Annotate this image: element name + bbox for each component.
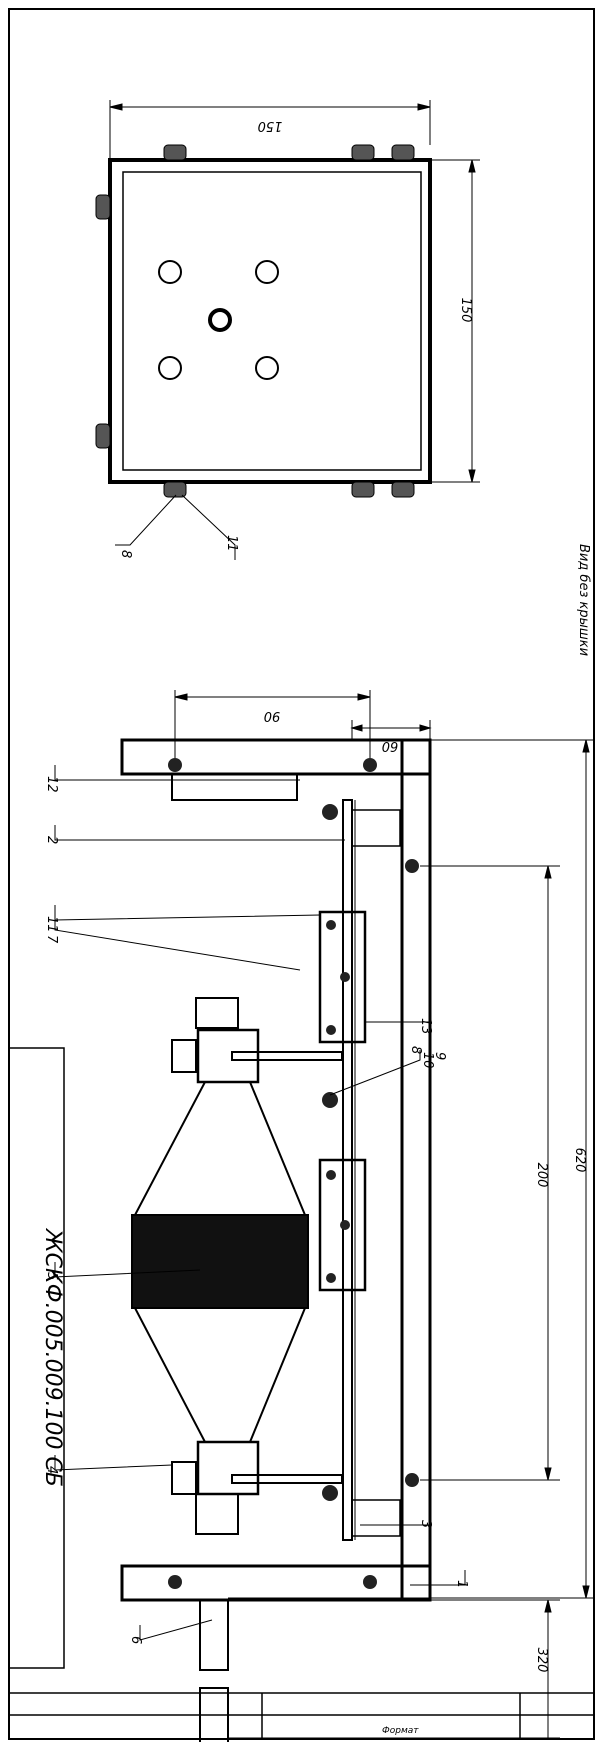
callout-8-end-view: 8 [118,550,133,558]
end-view-hole [158,260,182,284]
end-view-center-hole [208,308,232,332]
callout-3: 3 [418,1520,433,1528]
clamp-block-upper [318,910,367,1044]
callout-4: 4 [44,1466,59,1474]
callout-8-side: 8 [408,1046,423,1054]
end-view-bolt [163,144,187,161]
callout-1: 1 [454,1580,469,1588]
bracket-upper [231,1051,343,1061]
dim-90-text: 90 [264,708,281,723]
tube [199,1599,229,1671]
callout-leaders [54,765,466,1641]
end-view-hole [255,356,279,380]
clamp-top [171,1039,197,1073]
end-view [95,144,432,498]
callout-9: 11 [44,916,59,933]
document-code: ЖСКФ.005.009.100 СБ [40,1227,65,1487]
code-box [8,1047,65,1669]
callout-13-side: 9 [432,1052,447,1060]
bracket-lower [231,1474,343,1484]
end-view-bolt [391,144,415,161]
dim-top-height [430,159,480,483]
part-3-bottom [351,1499,401,1537]
dim-60-text: 60 [382,738,399,753]
callout-12: 13 [418,1018,433,1035]
end-view-frame-inner [122,171,422,471]
end-view-hole [255,260,279,284]
clamp-block-lower [318,1158,367,1292]
fitting-top [195,997,239,1029]
end-plate-bottom [120,1564,432,1602]
callout-7: 7 [44,935,59,944]
end-view-leaders [115,494,236,560]
callout-11-end-view: 11 [224,535,239,552]
end-view-bolt [351,144,375,161]
clamp-bottom [171,1461,197,1495]
callout-11-side: 10 [420,1052,435,1069]
end-view-bolt [391,481,415,498]
dim-60 [350,720,432,740]
callout-2: 2 [44,836,59,844]
dim-620-text: 620 [572,1148,587,1173]
dim-top-width-text: 150 [258,118,283,133]
mounting-plate [342,799,353,1541]
dim-top-width [109,100,431,160]
end-view-frame-outer [108,158,432,484]
end-view-bolt [351,481,375,498]
title-block [9,1692,594,1739]
callout-5: 5 [44,1272,59,1280]
dim-90 [174,690,371,758]
stamp-text: Формат [382,1726,419,1736]
tube-end [199,1687,229,1742]
side-view-bolts [168,758,419,1589]
fitting-bottom [195,1493,239,1535]
end-view-hole [158,356,182,380]
view-caption: Вид без крышки [576,544,591,656]
dim-320-text: 320 [534,1648,549,1673]
end-view-bolt [95,194,111,220]
fitting-bottom-nut [196,1440,260,1496]
part-10 [171,773,298,801]
fitting-top-nut [196,1028,260,1084]
callout-6: 6 [128,1636,143,1644]
sheet-border [8,8,595,1740]
end-view-bolt [95,423,111,449]
callout-10: 12 [44,776,59,793]
dim-200-text: 200 [534,1163,549,1188]
end-view-bolt [163,481,187,498]
dim-620 [228,739,594,1599]
dim-320 [228,1599,560,1739]
side-view [120,738,432,1742]
dim-top-height-text: 150 [458,298,473,323]
dim-200 [420,865,560,1481]
filter-ring [131,1214,309,1309]
part-3-top [351,809,401,847]
